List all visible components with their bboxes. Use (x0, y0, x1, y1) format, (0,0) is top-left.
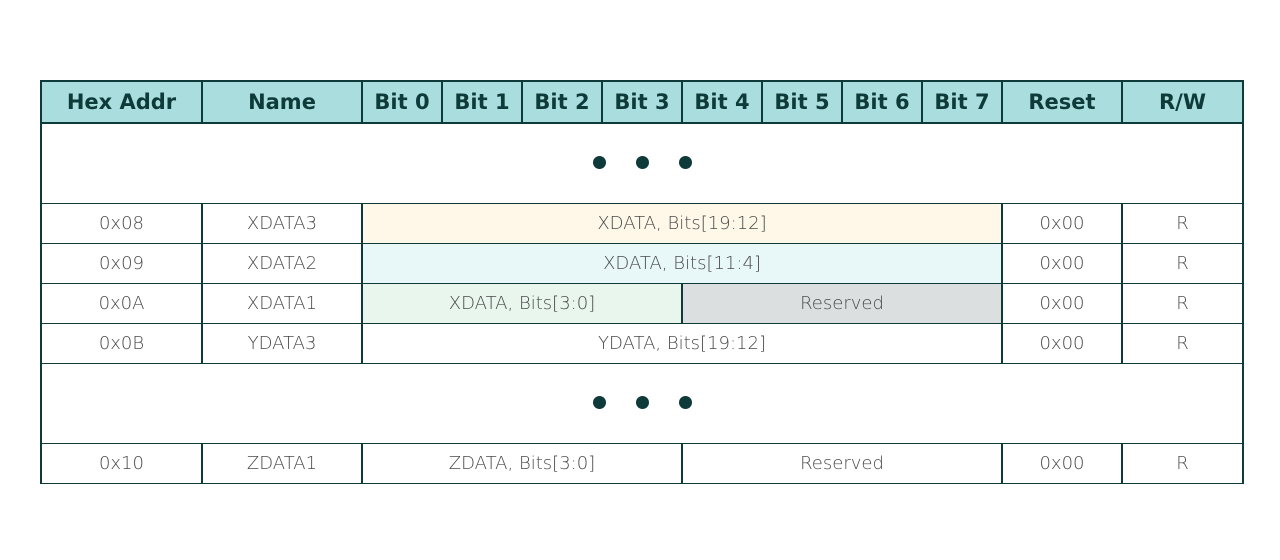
cell-addr: 0x0B (40, 322, 203, 364)
cell-reset: 0x00 (1001, 322, 1123, 364)
ellipsis-cell (40, 122, 1244, 204)
cell-name: ZDATA1 (201, 442, 363, 484)
cell-reset: 0x00 (1001, 242, 1123, 284)
cell-name: XDATA3 (201, 202, 363, 244)
table-row: 0x09 XDATA2 XDATA, Bits[11:4] 0x00 R (40, 242, 1244, 284)
header-bit-2: Bit 2 (521, 80, 603, 124)
header-rw: R/W (1121, 80, 1244, 124)
table-row: 0x0B YDATA3 YDATA, Bits[19:12] 0x00 R (40, 322, 1244, 364)
cell-rw: R (1121, 282, 1244, 324)
header-row: Hex Addr Name Bit 0 Bit 1 Bit 2 Bit 3 Bi… (40, 80, 1244, 124)
cell-rw: R (1121, 322, 1244, 364)
register-map-table: Hex Addr Name Bit 0 Bit 1 Bit 2 Bit 3 Bi… (40, 80, 1244, 484)
ellipsis-icon (592, 155, 692, 169)
cell-reset: 0x00 (1001, 202, 1123, 244)
cell-addr: 0x09 (40, 242, 203, 284)
header-bit-1: Bit 1 (441, 80, 523, 124)
cell-field: XDATA, Bits[11:4] (361, 242, 1003, 284)
header-bit-7: Bit 7 (921, 80, 1003, 124)
header-bit-3: Bit 3 (601, 80, 683, 124)
table-row: 0x0A XDATA1 XDATA, Bits[3:0] Reserved 0x… (40, 282, 1244, 324)
cell-reserved: Reserved (681, 282, 1003, 324)
header-hex-addr: Hex Addr (40, 80, 203, 124)
cell-addr: 0x08 (40, 202, 203, 244)
header-bit-5: Bit 5 (761, 80, 843, 124)
cell-field: XDATA, Bits[19:12] (361, 202, 1003, 244)
cell-name: XDATA2 (201, 242, 363, 284)
header-reset: Reset (1001, 80, 1123, 124)
header-bit-6: Bit 6 (841, 80, 923, 124)
cell-addr: 0x0A (40, 282, 203, 324)
table-row: 0x08 XDATA3 XDATA, Bits[19:12] 0x00 R (40, 202, 1244, 244)
cell-name: YDATA3 (201, 322, 363, 364)
ellipsis-cell (40, 362, 1244, 444)
cell-reserved: Reserved (681, 442, 1003, 484)
cell-rw: R (1121, 242, 1244, 284)
cell-reset: 0x00 (1001, 442, 1123, 484)
cell-field: YDATA, Bits[19:12] (361, 322, 1003, 364)
cell-name: XDATA1 (201, 282, 363, 324)
cell-field: ZDATA, Bits[3:0] (361, 442, 683, 484)
cell-addr: 0x10 (40, 442, 203, 484)
header-bit-4: Bit 4 (681, 80, 763, 124)
cell-rw: R (1121, 442, 1244, 484)
header-bit-0: Bit 0 (361, 80, 443, 124)
ellipsis-row (40, 122, 1244, 204)
ellipsis-icon (592, 395, 692, 409)
table-row: 0x10 ZDATA1 ZDATA, Bits[3:0] Reserved 0x… (40, 442, 1244, 484)
ellipsis-row (40, 362, 1244, 444)
cell-field: XDATA, Bits[3:0] (361, 282, 683, 324)
cell-rw: R (1121, 202, 1244, 244)
cell-reset: 0x00 (1001, 282, 1123, 324)
header-name: Name (201, 80, 363, 124)
